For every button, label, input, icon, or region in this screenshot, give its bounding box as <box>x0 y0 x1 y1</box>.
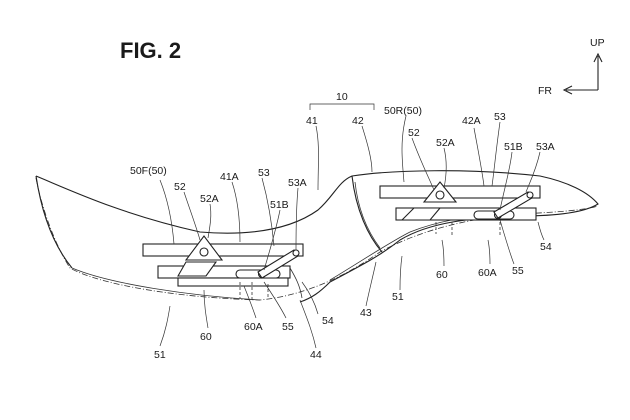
label-53A-front: 53A <box>288 177 307 189</box>
label-50F: 50F(50) <box>130 165 167 177</box>
leader-53A-rear <box>525 151 541 193</box>
label-60-rear: 60 <box>436 269 448 281</box>
label-51-front: 51 <box>154 349 166 361</box>
leader-44 <box>299 299 317 349</box>
front-seat-mechanism <box>142 235 304 300</box>
figure-title: FIG. 2 <box>120 38 181 63</box>
direction-arrows: UP FR <box>538 37 605 97</box>
leader-53-rear <box>491 121 501 187</box>
front-link-53A <box>257 249 299 279</box>
seat-divider-line <box>351 175 383 253</box>
label-53-rear: 53 <box>494 111 506 123</box>
label-54-rear: 54 <box>540 241 552 253</box>
front-bar-54 <box>289 267 303 299</box>
label-52-front: 52 <box>174 181 186 193</box>
label-51B-front: 51B <box>270 199 289 211</box>
leader-60A-rear <box>487 239 491 265</box>
label-41: 41 <box>306 115 318 127</box>
label-53-front: 53 <box>258 167 270 179</box>
label-50R: 50R(50) <box>384 105 422 117</box>
leader-52-rear <box>411 137 435 191</box>
leader-52A-front <box>207 203 212 239</box>
label-60A-rear: 60A <box>478 267 497 279</box>
leader-42 <box>361 125 373 173</box>
front-hidden-lines <box>239 282 269 300</box>
front-base-plate-52 <box>142 243 304 257</box>
label-51B-rear: 51B <box>504 141 523 153</box>
rear-pivot-bolt <box>435 190 445 200</box>
leader-52A-rear <box>443 147 447 189</box>
leader-54-rear <box>537 221 545 241</box>
rear-base-plate-52 <box>379 185 541 199</box>
leader-60A-front <box>243 285 257 319</box>
up-arrow-head <box>593 52 603 63</box>
leader-51-mid <box>399 255 403 291</box>
label-52-rear: 52 <box>408 127 420 139</box>
label-10: 10 <box>336 91 348 103</box>
up-label: UP <box>590 37 605 49</box>
leader-60-rear <box>441 239 445 267</box>
label-52A-rear: 52A <box>436 137 455 149</box>
leader-43 <box>365 261 377 307</box>
leader-51-front <box>159 305 171 347</box>
label-52A-front: 52A <box>200 193 219 205</box>
leader-53-front <box>261 177 275 247</box>
bracket-10 <box>309 103 375 110</box>
reference-labels: 10 41 42 50R(50) 52 42A 53 52A 51B 53A 5… <box>130 91 555 361</box>
leader-lines <box>159 103 545 349</box>
seat-divider-inner <box>354 181 381 249</box>
seat-bottom-outline <box>71 267 261 301</box>
seat-front-edge <box>35 175 73 269</box>
leader-55-front <box>263 281 287 319</box>
leader-55-rear <box>499 219 515 265</box>
leader-42A <box>473 127 485 187</box>
front-pivot-bolt <box>199 247 209 257</box>
label-60A-front: 60A <box>244 321 263 333</box>
label-51-mid: 51 <box>392 291 404 303</box>
front-slider-block <box>177 261 218 277</box>
vehicle-frame-outline <box>35 177 599 301</box>
label-42: 42 <box>352 115 364 127</box>
rear-slider-block <box>400 207 442 221</box>
front-rail-lower <box>177 277 289 287</box>
front-link-pivot <box>292 249 300 257</box>
label-60-front: 60 <box>200 331 212 343</box>
seat-upper-outline <box>35 170 599 303</box>
leader-51B-front <box>263 209 281 271</box>
leader-41A <box>231 181 241 243</box>
label-54-front: 54 <box>322 315 334 327</box>
leader-41 <box>315 125 319 191</box>
leader-51B-rear <box>499 151 513 211</box>
leader-50R <box>401 115 407 183</box>
label-55-front: 55 <box>282 321 294 333</box>
label-53A-rear: 53A <box>536 141 555 153</box>
leader-50F <box>159 179 175 245</box>
leader-52-front <box>183 191 201 241</box>
front-label: FR <box>538 85 552 97</box>
rear-seat-mechanism <box>379 181 541 236</box>
label-44: 44 <box>310 349 322 361</box>
front-arrow-head <box>562 85 573 95</box>
label-43: 43 <box>360 307 372 319</box>
label-42A: 42A <box>462 115 481 127</box>
seat-body <box>35 170 599 303</box>
leader-60-front <box>203 289 209 329</box>
label-55-rear: 55 <box>512 265 524 277</box>
leader-54-front <box>301 281 319 315</box>
rear-link-53A <box>493 191 533 219</box>
frame-lower-line <box>35 177 599 301</box>
rear-hidden-lines <box>435 222 501 236</box>
leader-53A-front <box>295 187 299 251</box>
label-41A: 41A <box>220 171 239 183</box>
rear-link-pivot <box>526 191 534 199</box>
